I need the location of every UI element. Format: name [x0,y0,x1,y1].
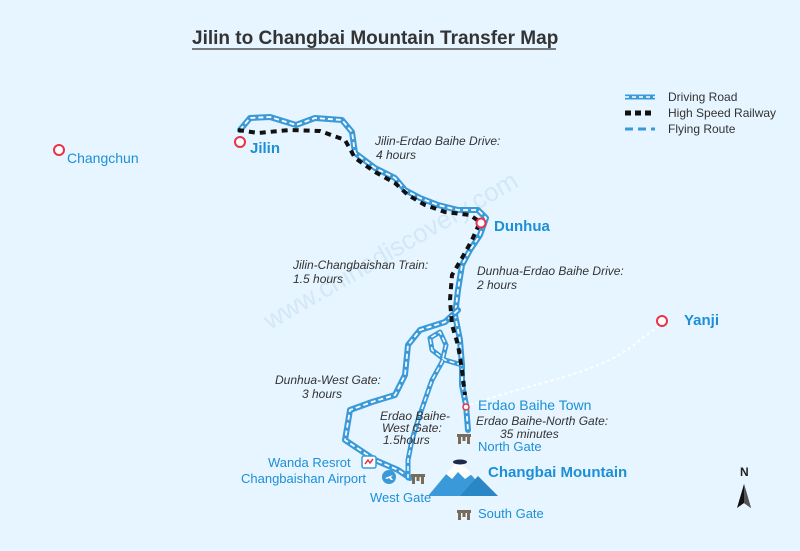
route-erdao-north-name: Erdao Baihe-North Gate: [476,414,608,428]
map-title: Jilin to Changbai Mountain Transfer Map [192,28,558,49]
route-dunhua-erdao-name: Dunhua-Erdao Baihe Drive: [477,264,624,278]
route-erdao-west-time: 1.5hours [383,433,430,447]
driving-road-erdao-west-gate [405,329,465,481]
route-dunhua-west-time: 3 hours [302,387,342,401]
route-jilin-erdao-time: 4 hours [376,148,416,162]
route-erdao-west-line1: Erdao Baihe- [380,409,450,423]
watermark: www.chinadiscovery.com [257,165,523,336]
place-changbai-mountain: Changbai Mountain [488,464,627,481]
driving-road-jilin-north-gate [237,114,489,433]
resort-icon [361,455,377,469]
city-marker-icon [462,403,470,411]
city-marker-icon [475,217,487,229]
route-jilin-train-name: Jilin-Changbaishan Train: [292,258,428,272]
gate-icon [457,434,471,444]
route-jilin-erdao-name: Jilin-Erdao Baihe Drive: [374,134,500,148]
place-jilin: Jilin [250,140,280,157]
place-airport: Changbaishan Airport [241,471,366,486]
route-jilin-train-time: 1.5 hours [293,272,343,286]
gate-icon [457,510,471,520]
legend-railway: High Speed Railway [668,106,776,120]
airplane-icon [382,470,396,484]
route-erdao-north-time: 35 minutes [500,427,559,441]
north-arrow-icon: N [737,465,751,508]
place-dunhua: Dunhua [494,218,550,235]
place-yanji: Yanji [684,312,719,329]
city-marker-icon [656,315,668,327]
mountain-icon [428,459,498,496]
place-wanda-resort: Wanda Resrot [268,455,351,470]
railway-line [237,128,482,396]
place-north-gate: North Gate [478,439,542,454]
route-dunhua-erdao-time: 2 hours [476,278,517,292]
route-erdao-west-line2: West Gate: [382,421,442,435]
legend-driving-road: Driving Road [668,90,737,104]
driving-road-dunhua-west-gate [342,307,461,481]
place-west-gate: West Gate [370,490,431,505]
place-erdao-baihe-town: Erdao Baihe Town [478,397,591,413]
flying-route-line [469,324,661,406]
city-marker-icon [234,136,246,148]
compass-label: N [740,465,749,479]
legend: Driving Road High Speed Railway Flying R… [625,90,776,136]
place-changchun: Changchun [67,150,139,166]
legend-flying-route: Flying Route [668,122,736,136]
city-marker-icon [53,144,65,156]
place-south-gate: South Gate [478,506,544,521]
route-dunhua-west-name: Dunhua-West Gate: [275,373,381,387]
gate-icon [411,474,425,484]
